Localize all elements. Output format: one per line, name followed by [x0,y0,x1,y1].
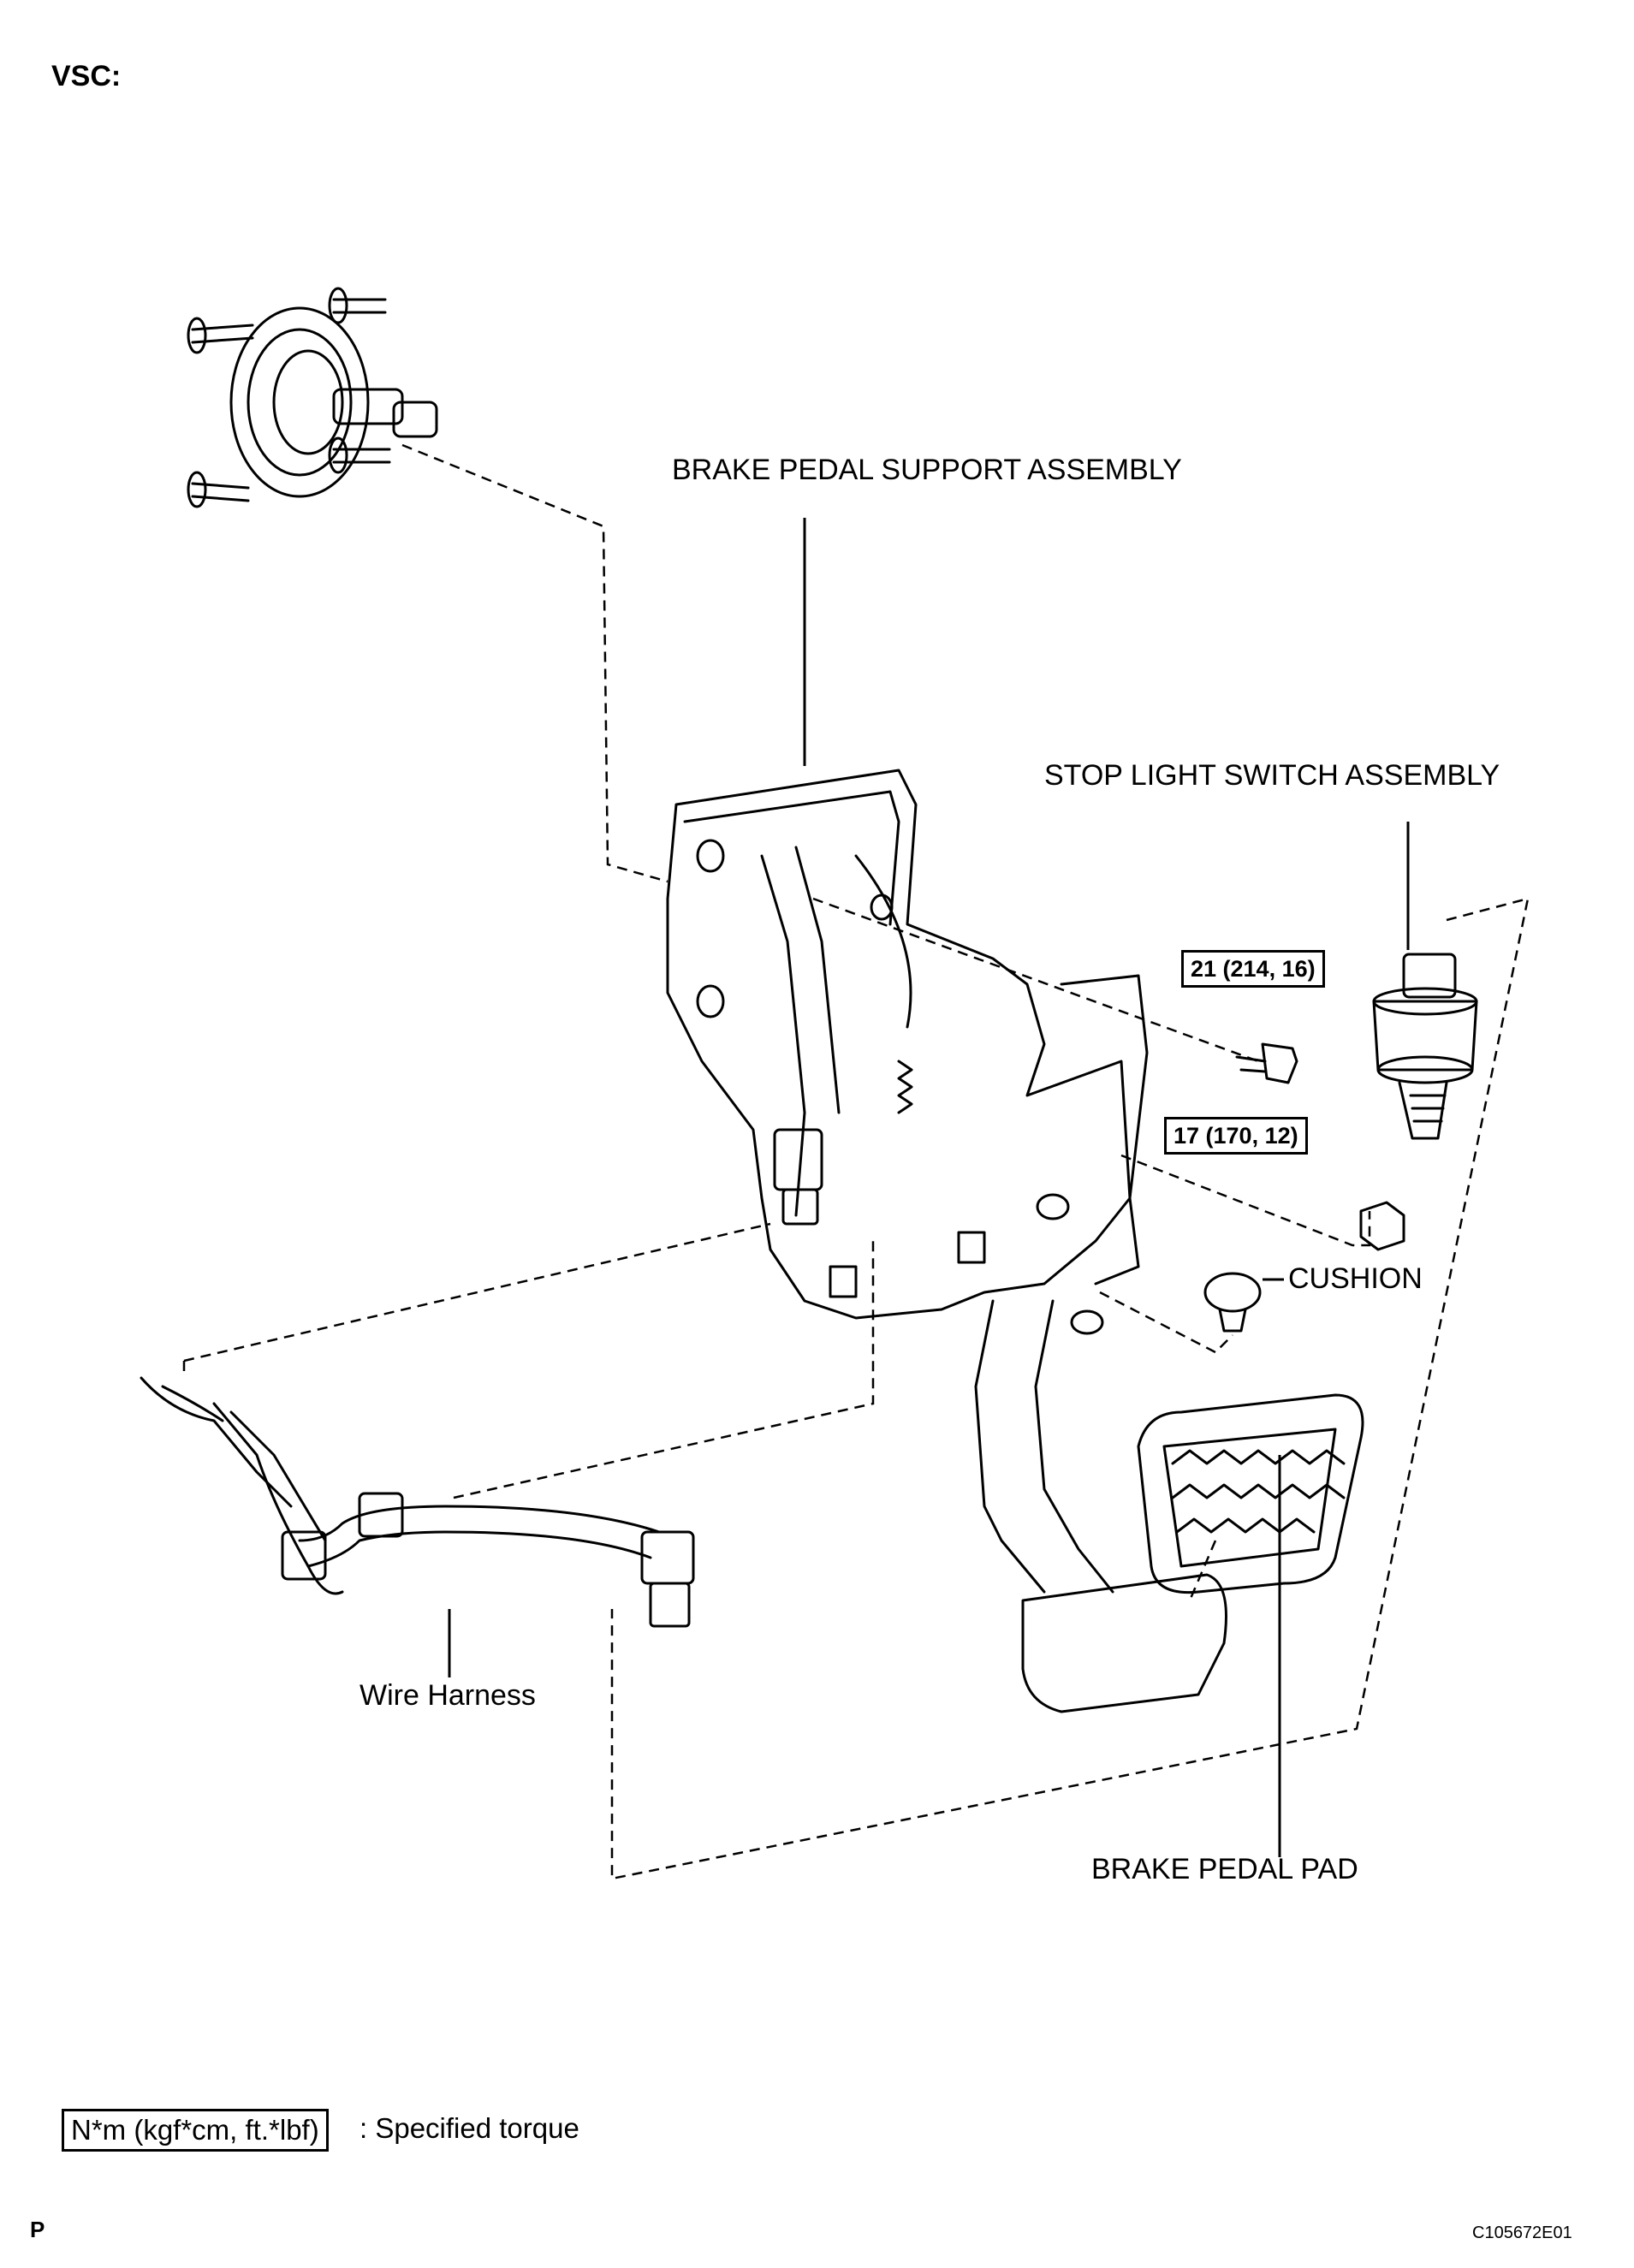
bolt-shape [1235,1042,1298,1084]
dashed-pad-to-pedal [1188,1540,1217,1601]
dashed-harness-outline [182,1222,875,1499]
brake-booster-mount [187,287,438,508]
nut-shape [1359,1201,1405,1251]
dashed-nut-line [1120,1154,1371,1247]
section-label: VSC: [51,60,122,92]
wire-harness-shape [140,1376,695,1628]
brake-pedal-pad-label: BRAKE PEDAL PAD [1091,1853,1358,1885]
brake-pedal-arm [974,974,1227,1713]
dashed-booster-to-support [401,443,668,883]
stop-light-switch-assembly-label: STOP LIGHT SWITCH ASSEMBLY [1044,759,1500,792]
footer-left-mark: P [30,2217,45,2242]
torque-spec-bolt: 21 (214, 16) [1181,950,1325,988]
cushion-label: CUSHION [1288,1262,1423,1295]
brake-pedal-support-outline [666,769,1132,1320]
cushion-shape [1203,1272,1262,1333]
wire-harness-label: Wire Harness [359,1679,536,1712]
dashed-pad-outline [610,897,1530,1880]
dashed-bolt-to-bracket [812,897,1259,1063]
stop-light-switch-shape [1372,953,1478,1140]
figure-code: C105672E01 [1472,2223,1572,2242]
brake-pedal-pad-shape [1137,1393,1364,1594]
torque-spec-nut: 17 (170, 12) [1164,1117,1308,1155]
torque-legend-box: N*m (kgf*cm, ft.*lbf) [62,2109,329,2152]
dashed-cushion-line [1099,1291,1233,1354]
brake-pedal-support-assembly-label: BRAKE PEDAL SUPPORT ASSEMBLY [672,454,1182,486]
torque-legend-description: : Specified torque [359,2112,579,2144]
